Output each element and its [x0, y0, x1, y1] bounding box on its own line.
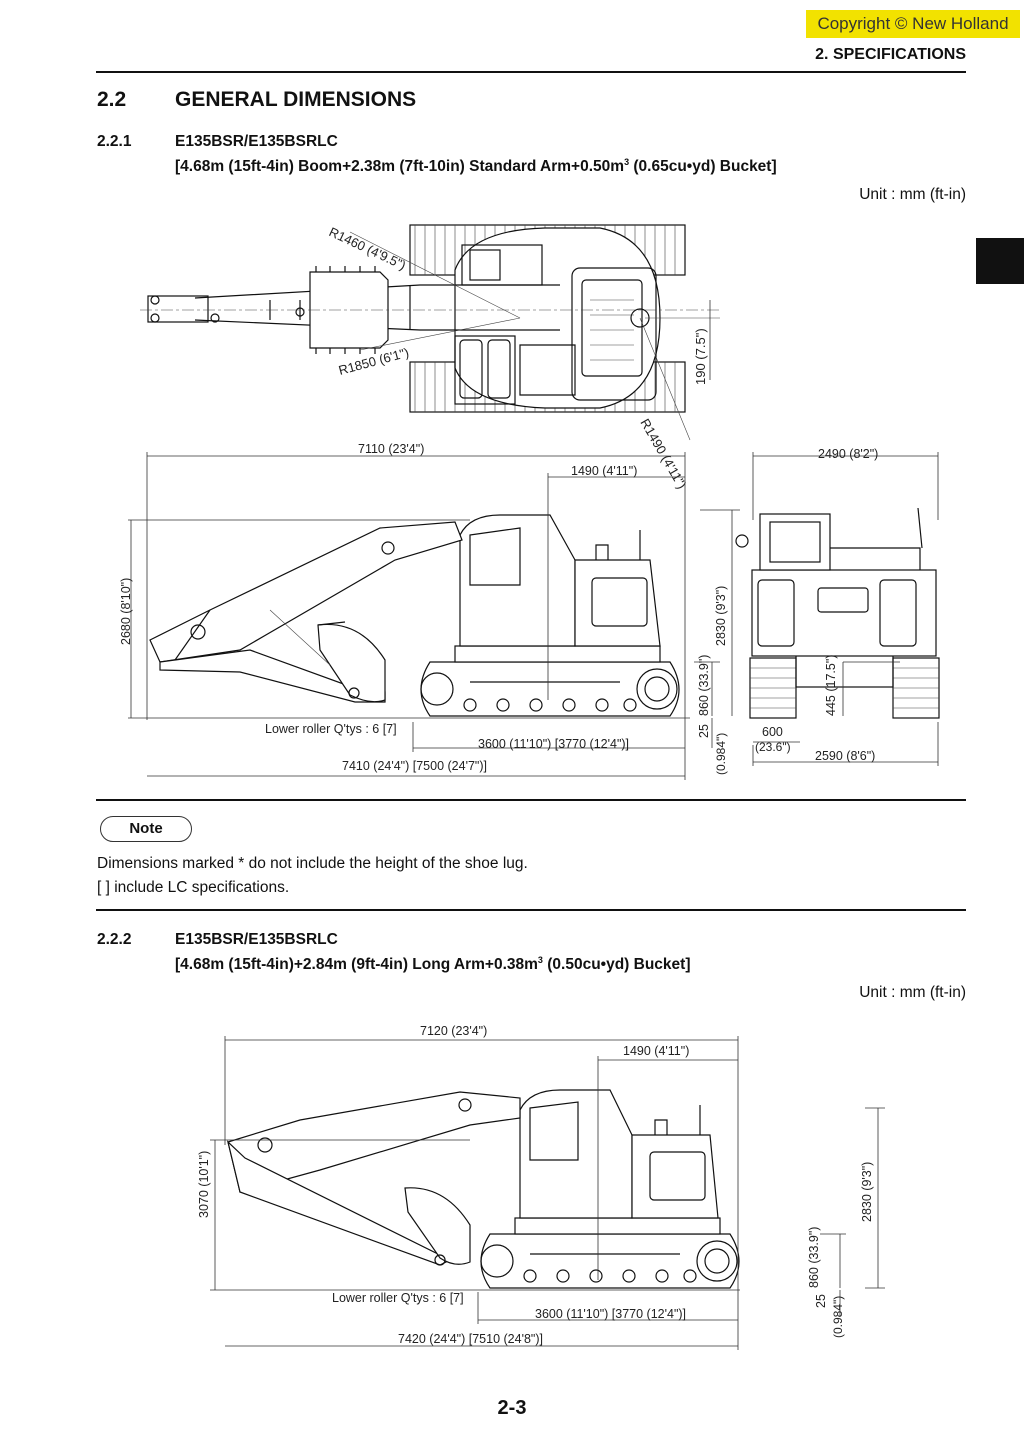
label-r1490: R1490 (4'11")	[637, 416, 689, 491]
label-d3600-1: 3600 (11'10") [3770 (12'4")]	[478, 737, 629, 751]
running-header: 2. SPECIFICATIONS	[815, 46, 966, 63]
note-label: Note	[100, 816, 192, 842]
label-d7120: 7120 (23'4")	[420, 1024, 487, 1038]
subsection-2-config: [4.68m (15ft-4in)+2.84m (9ft-4in) Long A…	[175, 955, 691, 974]
note-bottom-rule	[96, 909, 966, 911]
label-r1460: R1460 (4'9.5")	[327, 224, 409, 273]
header-rule	[96, 71, 966, 73]
side-view	[149, 514, 680, 717]
subsection-2-unit: Unit : mm (ft-in)	[859, 984, 966, 1001]
subsection-1-model: E135BSR/E135BSRLC	[175, 133, 338, 150]
subsection-1-unit: Unit : mm (ft-in)	[859, 186, 966, 203]
subsection-2-model: E135BSR/E135BSRLC	[175, 931, 338, 948]
label-rollers-2: Lower roller Q'tys : 6 [7]	[332, 1291, 464, 1305]
label-d25in-1: (0.984")	[714, 733, 728, 775]
label-d1490-2: 1490 (4'11")	[623, 1044, 689, 1058]
label-d2830-2: 2830 (9'3")	[860, 1162, 874, 1222]
label-rollers-1: Lower roller Q'tys : 6 [7]	[265, 722, 397, 736]
copyright-banner: Copyright © New Holland	[806, 10, 1020, 38]
label-d860-1: 860 (33.9")	[697, 655, 711, 716]
label-d2680: 2680 (8'10")	[119, 578, 133, 645]
section-title: GENERAL DIMENSIONS	[175, 88, 417, 111]
label-d600in: (23.6")	[755, 740, 791, 754]
chapter-tab	[976, 238, 1024, 284]
label-d3070: 3070 (10'1")	[197, 1151, 211, 1218]
label-d3600-2: 3600 (11'10") [3770 (12'4")]	[535, 1307, 686, 1321]
label-d2830-1: 2830 (9'3")	[714, 586, 728, 646]
subsection-1-config: [4.68m (15ft-4in) Boom+2.38m (7ft-10in) …	[175, 157, 777, 176]
label-d190: 190 (7.5")	[693, 328, 708, 385]
dimension-lines	[128, 452, 939, 780]
note-line-2: [ ] include LC specifications.	[97, 879, 290, 896]
label-d7420: 7420 (24'4") [7510 (24'8")]	[398, 1332, 543, 1346]
subsection-1-number: 2.2.1	[97, 133, 132, 150]
label-d7110: 7110 (23'4")	[358, 442, 424, 456]
label-d25-2: 25	[814, 1294, 828, 1308]
label-d445: 445 (17.5")	[824, 655, 838, 716]
side-view-long-arm	[226, 1089, 740, 1289]
label-d7410: 7410 (24'4") [7500 (24'7")]	[342, 759, 487, 773]
note-top-rule	[96, 799, 966, 801]
label-d860-2: 860 (33.9")	[807, 1227, 821, 1288]
label-d2490: 2490 (8'2")	[818, 447, 878, 461]
excavator-dimension-drawing-1: R1460 (4'9.5") R1850 (6'1") R1490 (4'11"…	[119, 224, 940, 780]
label-d25in-2: (0.984")	[831, 1296, 845, 1338]
label-d2590: 2590 (8'6")	[815, 749, 875, 763]
rear-view	[735, 507, 940, 719]
subsection-2-number: 2.2.2	[97, 931, 132, 948]
excavator-dimension-drawing-2: 7120 (23'4") 1490 (4'11") 3070 (10'1") 2…	[197, 1024, 885, 1350]
top-view	[140, 224, 720, 441]
page-number: 2-3	[497, 1397, 527, 1419]
section-number: 2.2	[97, 88, 127, 111]
dimension-lines-2	[210, 1036, 885, 1350]
label-d600: 600	[762, 725, 783, 739]
note-line-1: Dimensions marked * do not include the h…	[97, 855, 528, 872]
label-r1850: R1850 (6'1")	[337, 345, 411, 378]
label-d25-1: 25	[697, 724, 711, 738]
label-d1490-1: 1490 (4'11")	[571, 464, 637, 478]
